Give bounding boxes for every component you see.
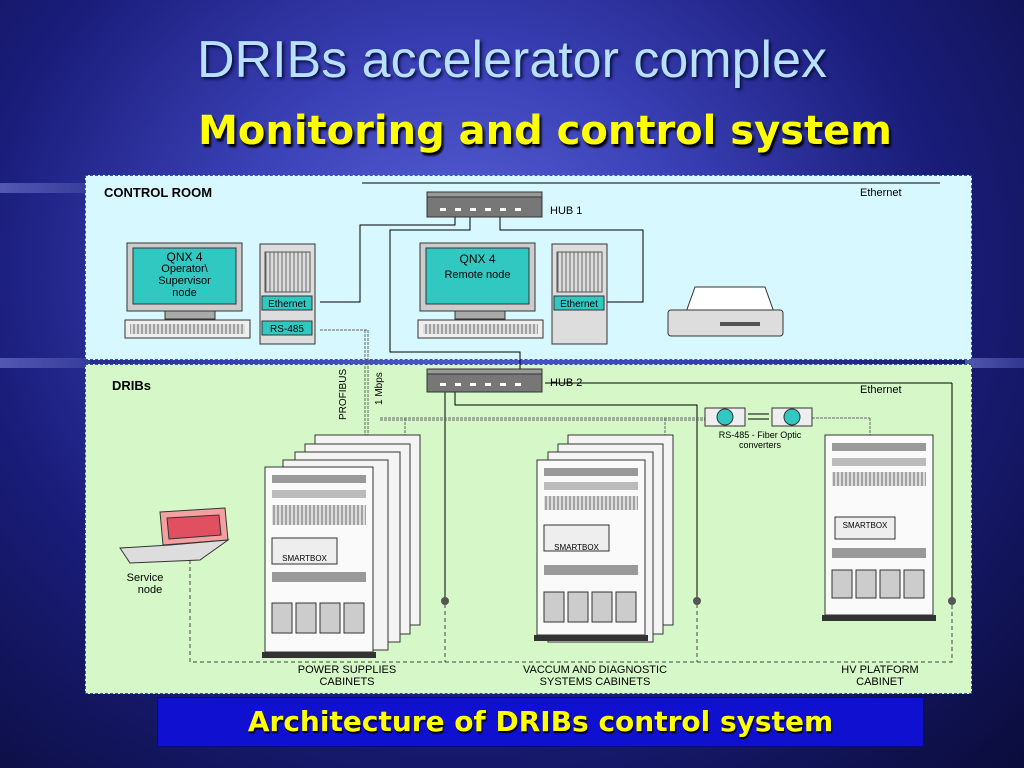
ethernet-label-dribs: Ethernet: [860, 384, 902, 396]
smartbox-hv: SMARTBOX: [842, 521, 888, 530]
converters-label: RS-485 - Fiber Optic converters: [718, 430, 802, 450]
dribs-label: DRIBs: [112, 378, 152, 393]
caption-box: Architecture of DRIBs control system: [157, 697, 924, 747]
vacuum-label: VACCUM AND DIAGNOSTIC SYSTEMS CABINETS: [522, 664, 668, 688]
operator-rs485-card: RS-485: [270, 324, 304, 335]
remote-screen-text: QNX 4 Remote node: [444, 252, 511, 281]
smartbox-vacuum: SMARTBOX: [554, 543, 599, 552]
decor-stripe: [0, 183, 90, 193]
remote-tower: [551, 243, 608, 345]
speed-label: 1 Mbps: [374, 372, 385, 405]
operator-workstation: [124, 242, 251, 339]
operator-ethernet-card: Ethernet: [268, 299, 306, 310]
remote-ethernet-card: Ethernet: [560, 299, 598, 310]
vacuum-diagnostic-cabinets: [534, 434, 674, 643]
hub2-label: HUB 2: [550, 377, 583, 389]
printer: [667, 286, 784, 337]
hv-platform-cabinet: [822, 434, 936, 621]
operator-tower: [259, 243, 316, 345]
hub-1: [426, 191, 543, 218]
ethernet-label-top: Ethernet: [860, 187, 902, 199]
caption: Architecture of DRIBs control system: [247, 705, 834, 738]
decor-stripe: [0, 358, 90, 368]
slide-title: DRIBs accelerator complex: [197, 31, 827, 89]
operator-screen-text: QNX 4 Operator\ Supervisor node: [158, 250, 211, 299]
dribs-panel: DRIBs: [85, 364, 972, 694]
power-supplies-label: POWER SUPPLIES CABINETS: [297, 664, 397, 688]
decor-stripe: [965, 358, 1024, 368]
hub-2: [426, 368, 543, 393]
fiber-converters: [704, 407, 813, 427]
remote-workstation: [417, 242, 544, 339]
smartbox-power: SMARTBOX: [282, 554, 327, 563]
service-node-laptop: [119, 507, 230, 564]
hub1-label: HUB 1: [550, 205, 583, 217]
hv-platform-label: HV PLATFORM CABINET: [841, 664, 919, 688]
slide-subtitle: Monitoring and control system: [198, 108, 892, 154]
profibus-label: PROFIBUS: [338, 368, 349, 420]
service-node-label: Service node: [126, 572, 164, 596]
power-supply-cabinets: [262, 434, 421, 658]
control-room-label: CONTROL ROOM: [104, 185, 213, 200]
